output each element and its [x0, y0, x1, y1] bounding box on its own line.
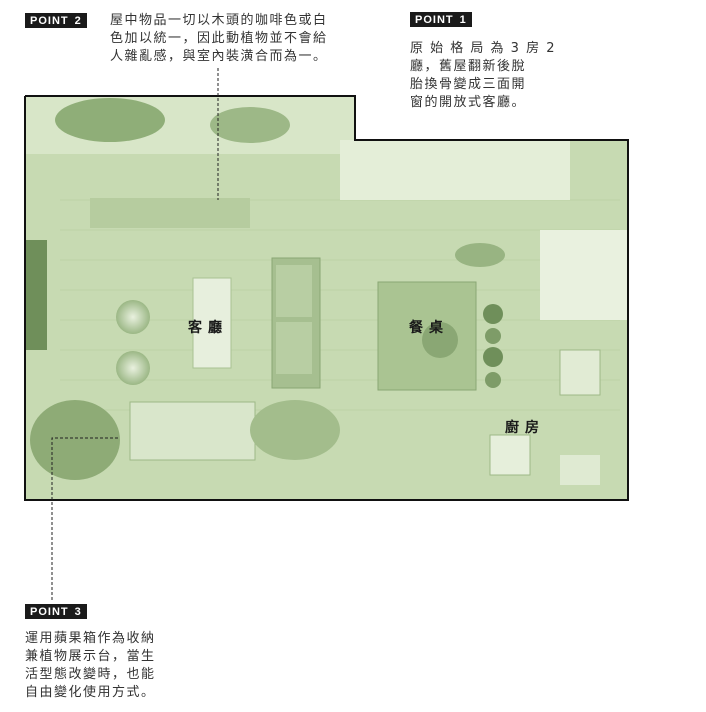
round-pouf	[116, 351, 150, 385]
point-badge-label: POINT	[415, 13, 454, 26]
point-badge: POINT 3	[25, 604, 87, 619]
point-badge-label: POINT	[30, 605, 69, 618]
kitchen-unit	[560, 455, 600, 485]
note-line: 窗的開放式客廳。	[410, 95, 527, 110]
kitchen-sink	[559, 349, 601, 396]
plant-cluster	[30, 400, 120, 480]
point-badge: POINT 2	[25, 13, 87, 28]
plant-pot	[422, 322, 458, 358]
room-label-dining: 餐桌	[408, 319, 449, 336]
plan-outline	[24, 95, 629, 501]
point-1-note: 原 始 格 局 為 3 房 2 廳，舊屋翻新後脫 胎換骨變成三面開 窗的開放式客…	[410, 40, 556, 112]
point-badge-label: POINT	[30, 14, 69, 27]
point-badge-number: 3	[74, 605, 82, 618]
plant-cluster	[455, 243, 505, 267]
plant-cluster	[250, 400, 340, 460]
kitchen-unit	[489, 434, 531, 476]
room-label-living: 客廳	[187, 319, 228, 336]
leader-line-point3	[51, 437, 118, 600]
left-dark-wall	[25, 240, 47, 350]
note-line: 兼植物展示台，當生	[25, 649, 156, 664]
stool	[485, 328, 501, 344]
apple-crate-shelf	[129, 401, 256, 461]
stool	[483, 347, 503, 367]
note-line: 屋中物品一切以木頭的咖啡色或白	[110, 13, 328, 28]
note-line: 色加以統一，因此動植物並不會給	[110, 31, 328, 46]
point-badge-number: 2	[74, 14, 82, 27]
point-badge-number: 1	[459, 13, 467, 26]
note-line: 自由變化使用方式。	[25, 685, 156, 700]
note-line: 廳，舊屋翻新後脫	[410, 59, 527, 74]
shelf	[90, 198, 250, 228]
sofa-cushion	[276, 265, 312, 317]
stool	[485, 372, 501, 388]
note-line: 原 始 格 局 為 3 房 2	[410, 41, 556, 56]
round-pouf	[116, 300, 150, 334]
point-badge: POINT 1	[410, 12, 472, 27]
note-line: 活型態改變時，也能	[25, 667, 156, 682]
point-2-note: 屋中物品一切以木頭的咖啡色或白 色加以統一，因此動植物並不會給 人雜亂感，與室內…	[110, 12, 328, 66]
room-label-kitchen: 廚房	[505, 419, 545, 436]
note-line: 胎換骨變成三面開	[410, 77, 527, 92]
plant-cluster	[55, 98, 165, 142]
plant-cluster	[210, 107, 290, 143]
point-3-note: 運用蘋果箱作為收納 兼植物展示台，當生 活型態改變時，也能 自由變化使用方式。	[25, 630, 156, 702]
note-line: 人雜亂感，與室內裝潢合而為一。	[110, 49, 328, 64]
kitchen-counter-right	[540, 230, 628, 320]
cabinet-top-right	[340, 140, 570, 200]
stool	[483, 304, 503, 324]
note-line: 運用蘋果箱作為收納	[25, 631, 156, 646]
sofa-cushion	[276, 322, 312, 374]
coffee-table	[192, 277, 232, 369]
